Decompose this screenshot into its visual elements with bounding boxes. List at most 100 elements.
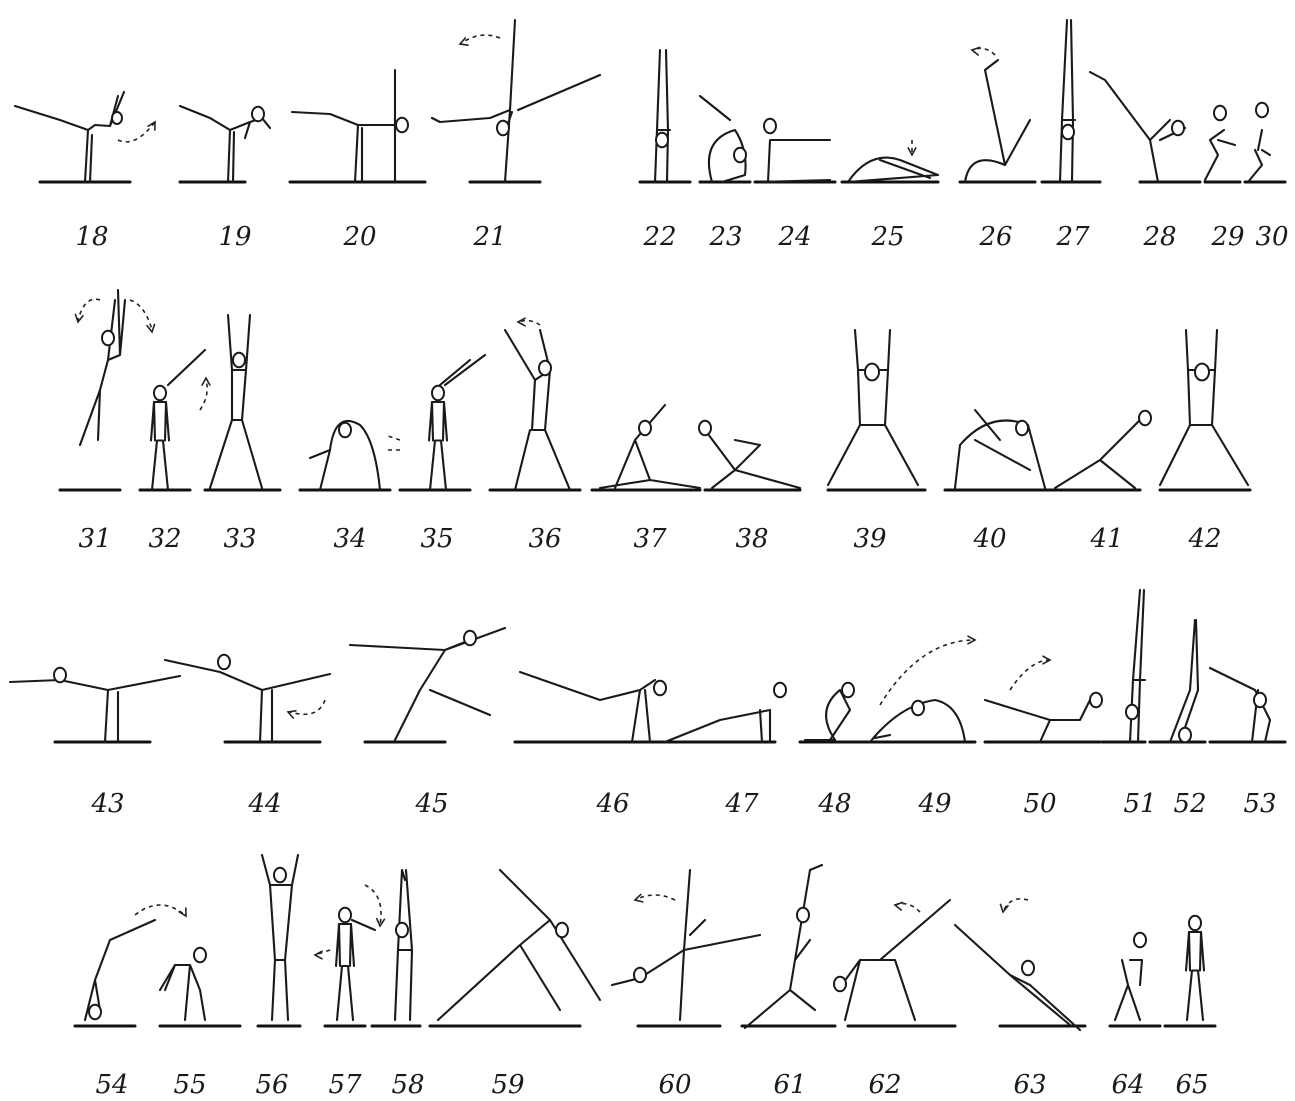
pose-number-label: 49 xyxy=(917,789,951,819)
gymnast-head xyxy=(1195,364,1209,381)
motion-arrow xyxy=(1010,660,1050,690)
pose-number-label: 58 xyxy=(391,1070,424,1100)
gymnast-head xyxy=(497,121,509,135)
pose-number-label: 21 xyxy=(472,222,506,252)
gymnast-figure xyxy=(745,865,822,1028)
gymnast-head xyxy=(194,948,206,962)
gymnast-legs xyxy=(152,441,168,491)
gymnast-head xyxy=(233,353,245,367)
gymnast-figure xyxy=(1115,960,1142,1020)
gymnast-figure xyxy=(292,70,395,182)
gymnast-head xyxy=(396,923,408,937)
gymnast-head xyxy=(556,923,568,937)
pose-number-label: 46 xyxy=(595,789,629,819)
gymnast-figure xyxy=(965,60,1030,182)
pose-number-label: 57 xyxy=(328,1070,362,1100)
gymnast-head xyxy=(539,361,551,375)
pose-number-label: 22 xyxy=(642,222,676,252)
gymnast-head xyxy=(1016,421,1028,435)
arrow-head xyxy=(288,711,296,718)
pose-number-label: 34 xyxy=(333,524,366,554)
gymnast-figure xyxy=(1248,130,1270,182)
gymnast-head xyxy=(218,655,230,669)
gymnast-figure xyxy=(975,410,1000,440)
gymnast-head xyxy=(1139,411,1151,425)
pose-number-label: 32 xyxy=(148,524,181,554)
gymnast-head xyxy=(396,118,408,132)
gymnast-head xyxy=(112,112,122,124)
gymnast-figure xyxy=(440,355,485,385)
gymnast-head xyxy=(102,331,114,345)
arrow-head xyxy=(179,908,186,916)
motion-arrow xyxy=(1003,899,1028,912)
gymnast-figure xyxy=(1170,620,1198,742)
gymnast-figure xyxy=(955,925,1080,1030)
gymnast-head xyxy=(339,908,351,922)
gymnast-head xyxy=(89,1005,101,1019)
gymnast-head xyxy=(1090,693,1102,707)
pose-number-label: 55 xyxy=(173,1070,206,1100)
gymnast-figure xyxy=(1160,330,1248,485)
gymnast-head xyxy=(797,908,809,922)
gymnast-head xyxy=(865,364,879,381)
pose-number-label: 48 xyxy=(817,789,851,819)
motion-arrow xyxy=(460,35,500,44)
gymnast-figure xyxy=(350,628,505,740)
gymnast-figure xyxy=(760,140,830,182)
pose-number-label: 26 xyxy=(978,222,1012,252)
gymnast-head xyxy=(252,107,264,121)
pose-number-label: 64 xyxy=(1111,1070,1144,1100)
gymnast-figure xyxy=(655,50,670,182)
gymnast-head xyxy=(1189,916,1201,930)
pose-number-label: 23 xyxy=(708,222,742,252)
pose-number-label: 47 xyxy=(724,789,759,819)
motion-arrow xyxy=(880,640,975,705)
gymnast-head xyxy=(1214,106,1226,120)
arrow-head xyxy=(202,378,210,385)
pose-number-label: 52 xyxy=(1173,789,1206,819)
pose-number-label: 31 xyxy=(78,524,111,554)
gymnast-head xyxy=(1062,125,1074,139)
gymnast-head xyxy=(1172,121,1184,135)
gymnast-figure xyxy=(805,690,850,740)
arrow-head xyxy=(315,951,322,959)
arrow-head xyxy=(972,47,980,55)
pose-number-label: 37 xyxy=(633,524,667,554)
gymnast-head xyxy=(639,421,651,435)
gymnast-figure xyxy=(828,330,918,485)
pose-number-label: 63 xyxy=(1013,1070,1046,1100)
gymnast-head xyxy=(774,683,786,697)
gymnast-figure xyxy=(210,315,262,488)
pose-number-label: 65 xyxy=(1175,1070,1208,1100)
gymnast-head xyxy=(1022,961,1034,975)
gymnast-figure xyxy=(160,965,205,1020)
gymnast-legs xyxy=(1187,971,1203,1021)
pose-number-label: 56 xyxy=(255,1070,288,1100)
gymnast-head xyxy=(464,631,476,645)
pose-number-label: 42 xyxy=(1187,524,1221,554)
gymnast-figure xyxy=(665,710,770,742)
gymnast-figure xyxy=(838,900,950,1020)
gymnast-head xyxy=(1254,693,1266,707)
motion-arrow xyxy=(365,885,381,925)
gymnast-head xyxy=(656,133,668,147)
pose-number-label: 36 xyxy=(528,524,561,554)
gymnast-head xyxy=(1134,933,1146,947)
gymnast-head xyxy=(1256,103,1268,117)
gymnast-head xyxy=(764,119,776,133)
pose-number-label: 50 xyxy=(1023,789,1056,819)
gymnast-figure xyxy=(705,430,800,488)
pose-number-label: 61 xyxy=(773,1070,806,1100)
gymnast-head xyxy=(912,701,924,715)
pose-number-label: 28 xyxy=(1142,222,1176,252)
motion-arrow xyxy=(385,435,400,450)
pose-number-label: 43 xyxy=(90,789,124,819)
gymnast-head xyxy=(154,386,166,400)
motion-arrow xyxy=(635,895,675,900)
arrow-head xyxy=(895,902,903,910)
pose-number-label: 24 xyxy=(777,222,811,252)
gymnast-figure xyxy=(15,92,124,182)
gymnast-torso xyxy=(339,924,351,966)
pose-number-label: 45 xyxy=(414,789,448,819)
